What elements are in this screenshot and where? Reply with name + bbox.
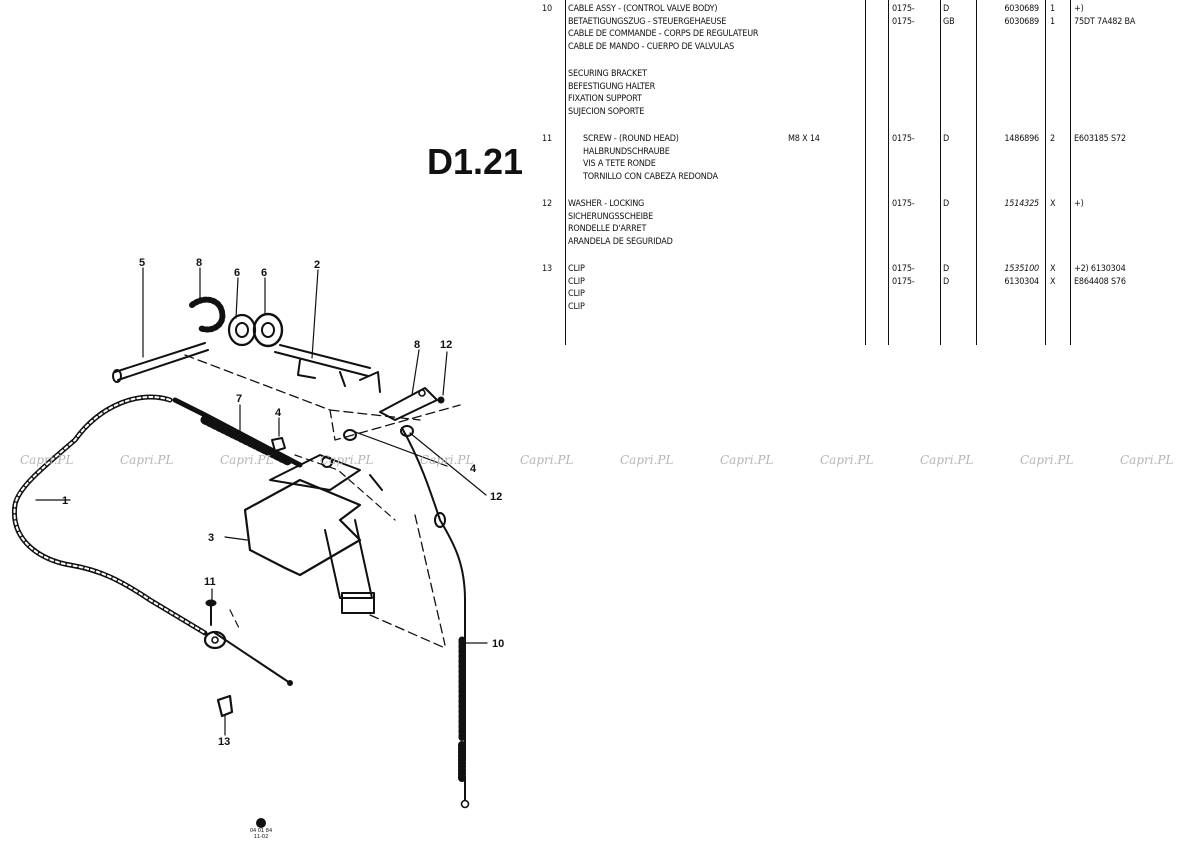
- callout-6: 6: [261, 267, 267, 279]
- column-divider: [1045, 0, 1046, 345]
- callout-11: 11: [204, 576, 216, 588]
- quantity: X: [1050, 199, 1056, 209]
- callout-5: 5: [139, 257, 145, 269]
- remark: +2) 6130304 E864408 S76: [1074, 264, 1126, 287]
- part-description: CABLE ASSY - (CONTROL VALVE BODY) BETAET…: [568, 4, 759, 52]
- footer-dot-icon: [256, 818, 266, 828]
- part-number: 1514325: [1004, 199, 1039, 209]
- page-footer: 04 01 84 11-02: [236, 818, 286, 840]
- part-number: 1486896: [1004, 134, 1039, 144]
- parts-table: 10 CABLE ASSY - (CONTROL VALVE BODY) BET…: [538, 0, 1198, 345]
- section-code: D1.21: [427, 141, 524, 182]
- catalog-code: D GB: [943, 4, 955, 27]
- callout-13: 13: [218, 736, 230, 748]
- callout-10: 10: [492, 638, 504, 650]
- ref-number: 10: [542, 4, 552, 14]
- catalog-code: D D: [943, 264, 950, 287]
- callout-8: 8: [414, 339, 420, 351]
- column-divider: [865, 0, 866, 345]
- watermark: Capri.PL: [920, 453, 974, 467]
- watermark: Capri.PL: [320, 453, 374, 467]
- watermark: Capri.PL: [820, 453, 874, 467]
- callout-8: 8: [196, 257, 202, 269]
- remark: +) 75DT 7A482 BA: [1074, 4, 1136, 27]
- callout-12: 12: [440, 339, 452, 351]
- part-size: M8 X 14: [788, 134, 820, 144]
- watermark: Capri.PL: [620, 453, 674, 467]
- part-number: 1535100 6130304: [1004, 264, 1039, 287]
- footer-date: 04 01 84: [249, 828, 273, 834]
- part-description: WASHER - LOCKING SICHERUNGSSCHEIBE RONDE…: [568, 199, 673, 247]
- callout-3: 3: [208, 532, 214, 544]
- callout-1: 1: [62, 495, 68, 507]
- watermark: Capri.PL: [220, 453, 274, 467]
- callout-4: 4: [275, 407, 282, 419]
- ref-number: 12: [542, 199, 552, 209]
- footer-code: 11-02: [253, 834, 269, 840]
- production-code: 0175-: [892, 134, 915, 144]
- watermark: Capri.PL: [120, 453, 174, 467]
- ref-number: 11: [542, 134, 552, 144]
- column-divider: [1070, 0, 1071, 345]
- ref-number: 13: [542, 264, 552, 274]
- production-code: 0175- 0175-: [892, 4, 915, 27]
- quantity: X X: [1050, 264, 1056, 287]
- column-divider: [888, 0, 889, 345]
- part-description: CLIP CLIP CLIP CLIP: [568, 264, 585, 312]
- watermark-strip: Capri.PL Capri.PL Capri.PL Capri.PL Capr…: [0, 453, 1200, 471]
- watermark: Capri.PL: [420, 453, 474, 467]
- production-code: 0175- 0175-: [892, 264, 915, 287]
- production-code: 0175-: [892, 199, 915, 209]
- callout-7: 7: [236, 393, 242, 405]
- quantity: 1 1: [1050, 4, 1055, 27]
- remark: E603185 S72: [1074, 134, 1126, 144]
- column-divider: [940, 0, 941, 345]
- watermark: Capri.PL: [1120, 453, 1174, 467]
- part-description: SCREW - (ROUND HEAD) HALBRUNDSCHRAUBE VI…: [583, 134, 718, 182]
- watermark: Capri.PL: [1020, 453, 1074, 467]
- remark: +): [1074, 199, 1084, 209]
- callout-12: 12: [490, 491, 502, 503]
- catalog-code: D: [943, 134, 950, 144]
- exploded-diagram: 5 8 6 6 2 8 12 7 4 4 12 1 3 11 10 13: [11, 257, 504, 809]
- callout-6: 6: [234, 267, 240, 279]
- catalog-code: D: [943, 199, 950, 209]
- watermark: Capri.PL: [520, 453, 574, 467]
- column-divider: [565, 0, 566, 345]
- column-divider: [976, 0, 977, 345]
- part-description: SECURING BRACKET BEFESTIGUNG HALTER FIXA…: [568, 69, 656, 117]
- part-number: 6030689 6030689: [1004, 4, 1039, 27]
- watermark: Capri.PL: [20, 453, 74, 467]
- callout-2: 2: [314, 259, 320, 271]
- callout-4: 4: [470, 463, 477, 475]
- quantity: 2: [1050, 134, 1055, 144]
- watermark: Capri.PL: [720, 453, 774, 467]
